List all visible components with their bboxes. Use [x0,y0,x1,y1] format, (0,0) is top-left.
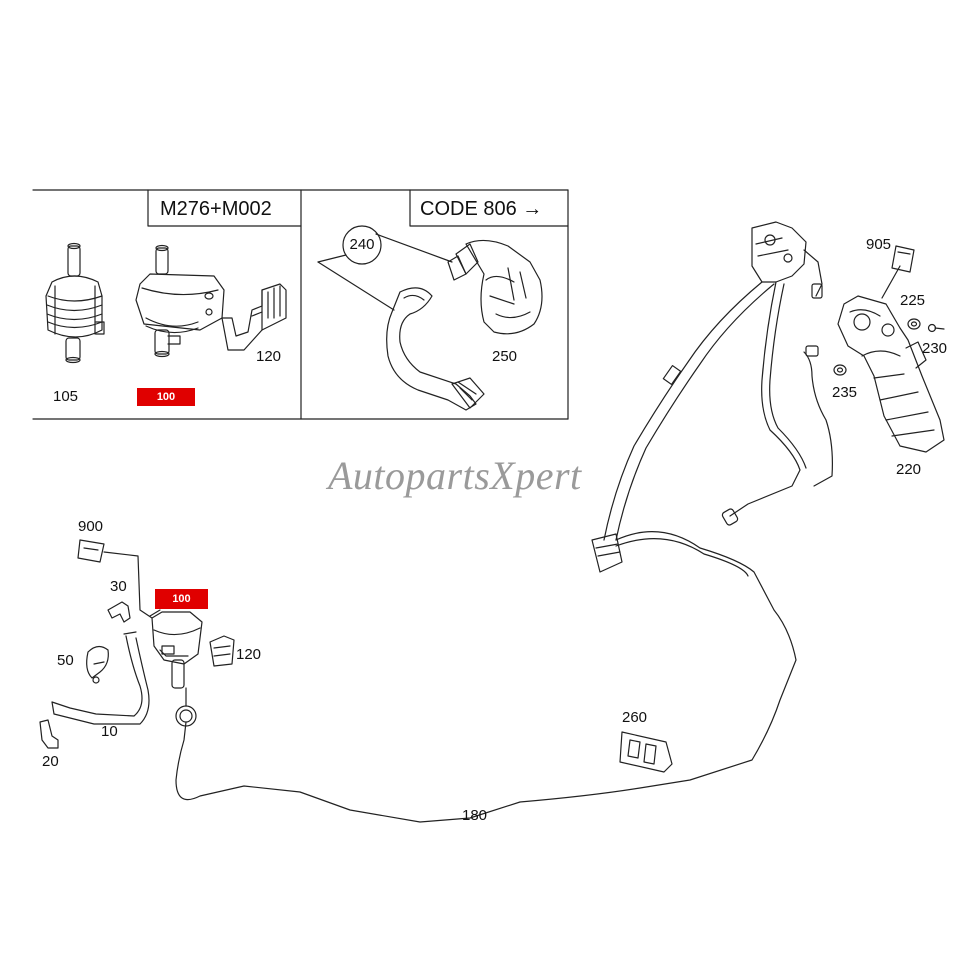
label-10: 10 [101,723,118,740]
part-905-clip [881,245,915,299]
label-120-main: 120 [236,646,262,663]
label-100-main-highlight[interactable]: 100 [155,589,208,609]
code-text: CODE 806 [420,198,517,220]
inset-header-code: CODE 806 → [420,198,542,221]
label-100-inset-highlight[interactable]: 100 [137,388,195,406]
label-180: 180 [462,807,488,824]
label-20: 20 [42,753,59,770]
label-30: 30 [110,578,127,595]
part-250-canister [447,239,543,335]
inset-frames [32,189,569,420]
part-260-bracket [619,731,673,773]
part-120-bracket-inset [221,283,287,351]
part-30-elbow [107,601,131,623]
watermark-text: AutopartsXpert [328,453,582,498]
part-900-clip [77,539,153,619]
label-120-inset: 120 [256,348,282,365]
small-parts-225-230-235 [833,318,945,376]
label-230: 230 [922,340,948,357]
label-105: 105 [53,388,79,405]
part-120-bracket-main [209,635,235,667]
label-220: 220 [896,461,922,478]
part-20-elbow [39,719,59,749]
part-180-line [175,531,797,823]
part-240-hose [317,225,485,411]
label-50: 50 [57,652,74,669]
label-250: 250 [492,348,518,365]
part-10-hose [51,631,150,725]
line-grommet [175,687,197,727]
part-220-canister [837,295,945,453]
part-50-clip [86,645,109,684]
label-240: 240 [349,236,375,253]
arrow-right-icon: → [522,198,543,220]
label-235: 235 [832,384,858,401]
label-225: 225 [900,292,926,309]
fuel-vapor-hoses-upper [591,281,833,573]
inset-header-engine: M276+M002 [160,198,272,220]
part-105-valve [45,242,105,364]
label-900: 900 [78,518,104,535]
upper-valve-bracket [751,221,823,299]
part-100-valve-main [149,609,203,689]
part-100-valve-inset [135,244,225,358]
label-260: 260 [622,709,648,726]
label-905: 905 [866,236,892,253]
